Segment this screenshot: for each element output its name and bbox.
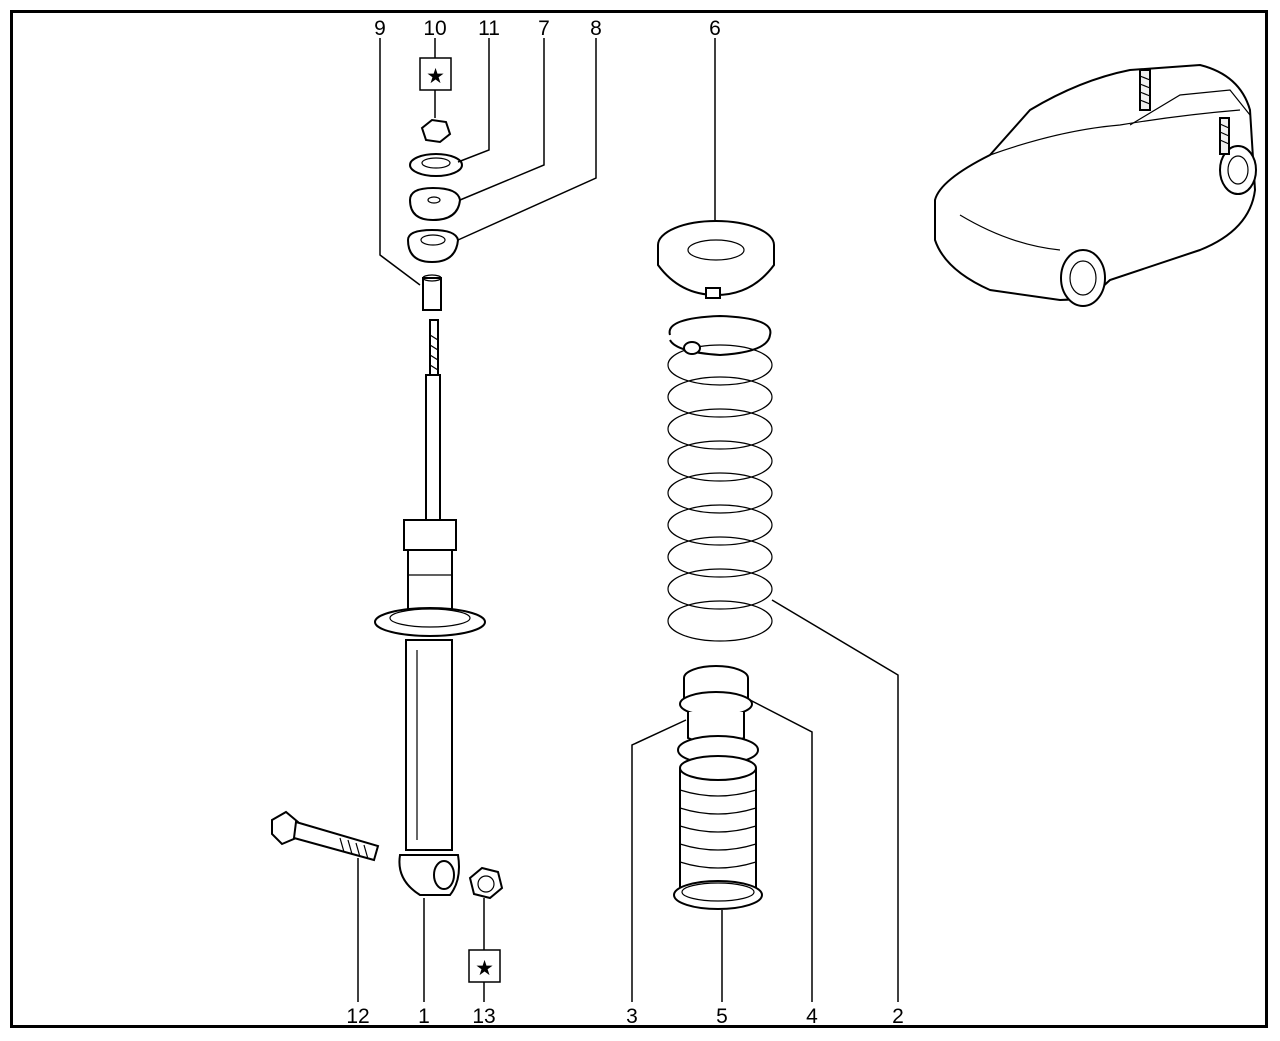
nut-upper — [420, 118, 452, 144]
spring-upper-insulator — [657, 220, 775, 299]
callout-12: 12 — [346, 1005, 369, 1028]
star-box-bottom: ★ — [468, 949, 501, 983]
callout-7: 7 — [538, 17, 550, 40]
leader-lines — [357, 38, 899, 1002]
callout-3: 3 — [626, 1005, 638, 1028]
bolt — [271, 810, 380, 862]
star-icon: ★ — [475, 957, 494, 980]
nut-lower — [468, 866, 504, 900]
callout-6: 6 — [709, 17, 721, 40]
cushion-upper — [408, 186, 462, 222]
shock-absorber — [374, 319, 486, 896]
callout-1: 1 — [418, 1005, 430, 1028]
bump-stop — [679, 665, 753, 745]
washer — [409, 153, 463, 177]
callout-8: 8 — [590, 17, 602, 40]
callout-2: 2 — [892, 1005, 904, 1028]
star-box-top: ★ — [419, 57, 452, 91]
bushing-sleeve — [422, 274, 442, 311]
callout-11: 11 — [478, 17, 500, 40]
car-location-illustration — [934, 63, 1257, 307]
protective-boot — [673, 735, 763, 910]
callout-5: 5 — [716, 1005, 728, 1028]
cushion-lower — [406, 228, 460, 264]
callout-13: 13 — [472, 1005, 495, 1028]
diagram-frame — [10, 10, 1268, 1028]
callout-4: 4 — [806, 1005, 818, 1028]
callout-9: 9 — [374, 17, 386, 40]
callout-10: 10 — [423, 17, 446, 40]
callout-labels: 9 10 11 7 8 6 12 1 13 3 5 4 2 — [346, 17, 904, 1028]
coil-spring — [667, 314, 773, 642]
star-icon: ★ — [426, 65, 445, 88]
